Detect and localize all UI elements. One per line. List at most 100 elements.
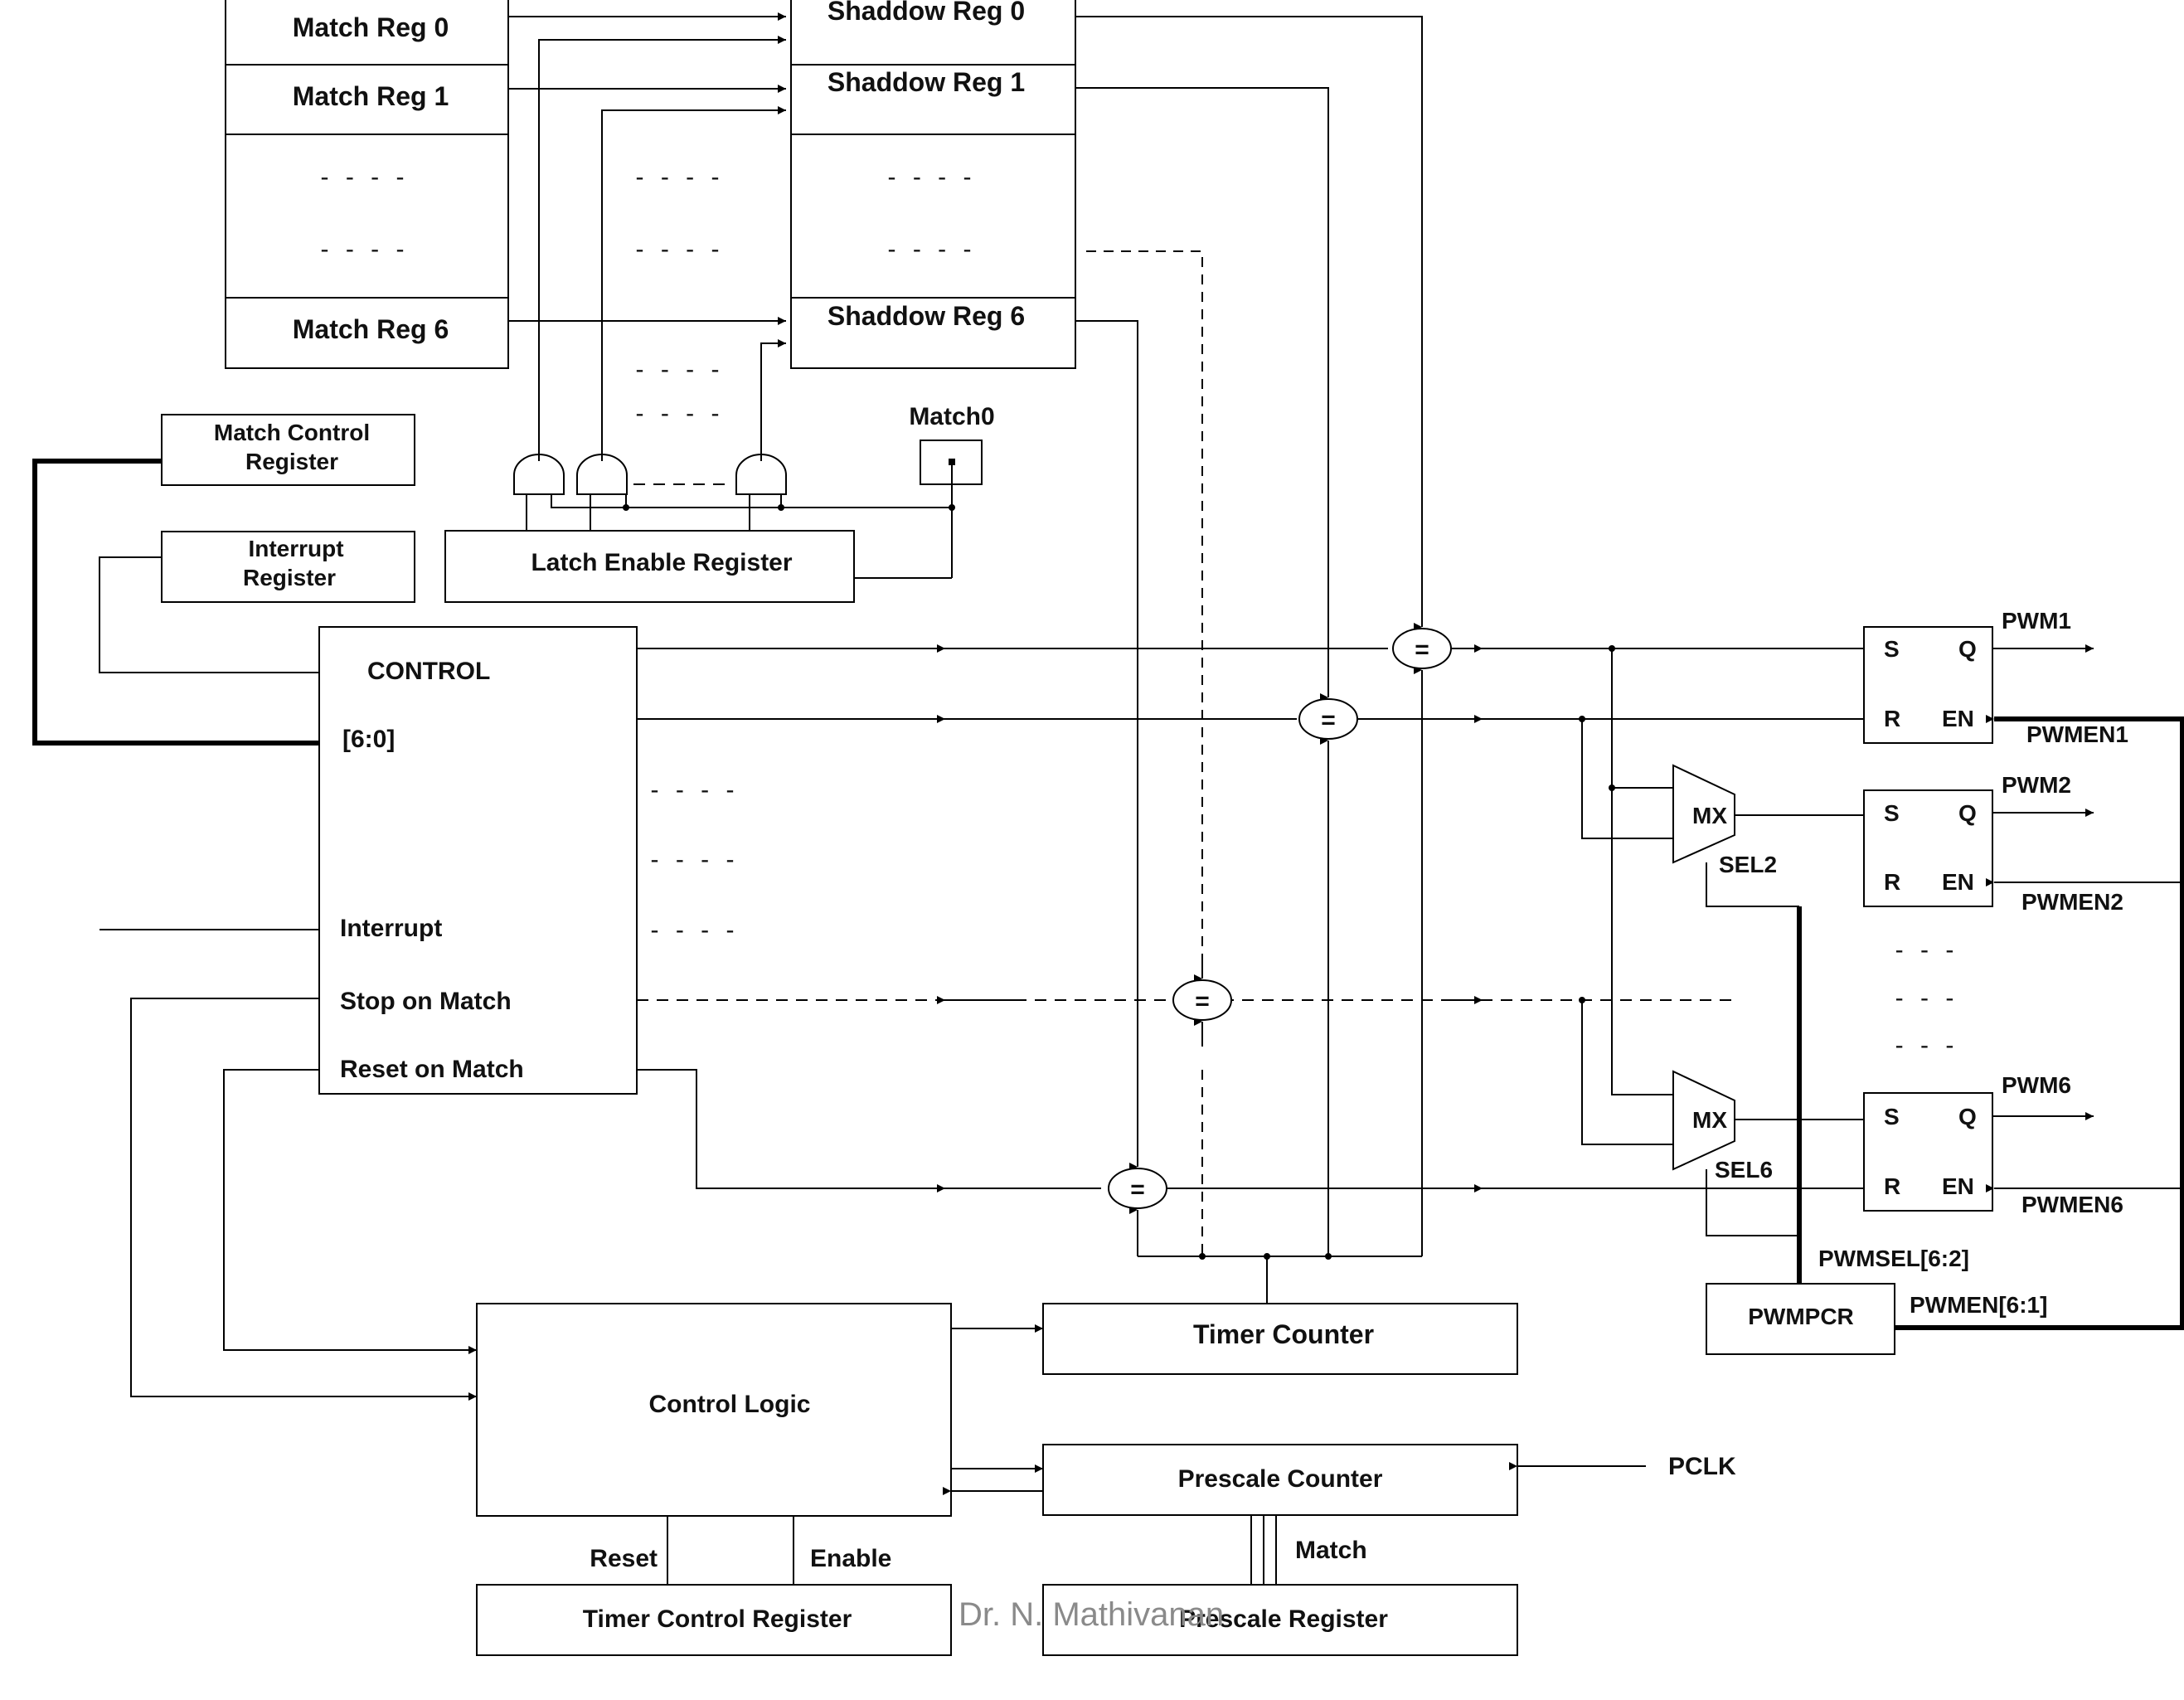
comparator-0 bbox=[1392, 628, 1452, 669]
pwmen2-label: PWMEN2 bbox=[2021, 889, 2123, 915]
interrupt-register-wire bbox=[99, 556, 319, 673]
reset-on-match-label: Reset on Match bbox=[340, 1056, 524, 1083]
stop-on-match-label: Stop on Match bbox=[340, 988, 512, 1015]
shadow-reg-1-label: Shaddow Reg 1 bbox=[827, 67, 1025, 97]
and-gate-0 bbox=[513, 454, 565, 495]
flip-flop-2 bbox=[1863, 789, 1993, 907]
compare-lines bbox=[637, 644, 1864, 1192]
middle-ellipsis-4: - - - - bbox=[636, 400, 725, 427]
prescale-register-label: Prescale Register bbox=[1179, 1605, 1388, 1633]
comparator-dashed bbox=[1172, 979, 1232, 1021]
prescale-counter-block bbox=[1042, 1444, 1518, 1516]
shadow-reg-0-label: Shaddow Reg 0 bbox=[827, 0, 1025, 26]
timer-junctions bbox=[1199, 1253, 1332, 1260]
comparator-1-symbol: = bbox=[1321, 707, 1336, 734]
match-reg-1-label: Match Reg 1 bbox=[293, 81, 449, 111]
prescale-counter-label: Prescale Counter bbox=[1178, 1465, 1383, 1493]
match-reg-0-label: Match Reg 0 bbox=[293, 12, 449, 42]
control-ellipsis-3: - - - - bbox=[651, 916, 740, 944]
pwm-outputs bbox=[1986, 644, 2094, 1192]
control-label: CONTROL bbox=[367, 658, 490, 685]
timer-counter-block bbox=[1042, 1303, 1518, 1375]
interrupt-register-label-line1: Interrupt bbox=[248, 536, 343, 561]
ff2-r: R bbox=[1884, 869, 1900, 895]
match-reg-6-label: Match Reg 6 bbox=[293, 314, 449, 344]
ff-ellipsis-2: - - - bbox=[1895, 984, 1959, 1012]
match-label: Match bbox=[1295, 1537, 1367, 1564]
pwmpcr-block bbox=[1706, 1283, 1895, 1355]
mux-6-label: MX bbox=[1692, 1107, 1727, 1133]
mux-6 bbox=[1672, 1070, 1735, 1171]
ff1-r: R bbox=[1884, 706, 1900, 731]
control-block bbox=[318, 626, 638, 1095]
match-registers bbox=[225, 0, 509, 369]
mux-2 bbox=[1672, 764, 1735, 864]
and-gate-inputs bbox=[526, 454, 952, 531]
flip-flop-1 bbox=[1863, 626, 1993, 744]
timer-counter-feedback bbox=[1129, 666, 1423, 1304]
pwm1-label: PWM1 bbox=[2002, 608, 2071, 634]
timer-control-register-block bbox=[476, 1584, 952, 1656]
comparators bbox=[1108, 628, 1452, 1209]
control-ellipsis-1: - - - - bbox=[651, 776, 740, 804]
pclk-label: PCLK bbox=[1668, 1453, 1736, 1480]
pwmen-bus bbox=[1895, 716, 2184, 1330]
match0-wires bbox=[854, 462, 953, 579]
mux-junctions bbox=[1579, 645, 1615, 1003]
match-control-label-line2: Register bbox=[245, 449, 338, 474]
reset-label: Reset bbox=[590, 1545, 658, 1572]
match0-dot bbox=[949, 459, 955, 465]
sel2-label: SEL2 bbox=[1719, 852, 1777, 877]
control-bus-label: [6:0] bbox=[342, 726, 395, 753]
pwmen1-label: PWMEN1 bbox=[2026, 721, 2128, 747]
ff6-s: S bbox=[1884, 1104, 1900, 1129]
ff-ellipsis-1: - - - bbox=[1895, 936, 1959, 964]
shadow-reg-6-label: Shaddow Reg 6 bbox=[827, 301, 1025, 331]
author-footer: Dr. N. Mathivanan bbox=[959, 1596, 1224, 1633]
flip-flop-6 bbox=[1863, 1092, 1993, 1212]
muxes bbox=[1672, 764, 1735, 1171]
ff6-r: R bbox=[1884, 1173, 1900, 1199]
sel6-label: SEL6 bbox=[1715, 1157, 1773, 1183]
shadow-to-comparator-wires bbox=[1075, 16, 1423, 1171]
timer-counter-label: Timer Counter bbox=[1193, 1319, 1374, 1349]
pwmen6-label: PWMEN6 bbox=[2021, 1192, 2123, 1217]
match0-label: Match0 bbox=[909, 403, 994, 430]
shadow-reg-ellipsis-2: - - - - bbox=[888, 236, 977, 263]
pwmpcr-label: PWMPCR bbox=[1748, 1304, 1854, 1329]
interrupt-register bbox=[161, 531, 415, 603]
pwmen-taps bbox=[2056, 882, 2182, 1189]
enable-label: Enable bbox=[810, 1545, 891, 1572]
pwmsel-label: PWMSEL[6:2] bbox=[1818, 1246, 1969, 1271]
control-side-wires bbox=[99, 929, 1101, 1401]
comparator-dashed-symbol: = bbox=[1195, 988, 1210, 1015]
comparator-6 bbox=[1108, 1168, 1167, 1209]
counter-wires bbox=[667, 1324, 1646, 1585]
ff1-q: Q bbox=[1958, 636, 1977, 662]
ff2-en: EN bbox=[1942, 869, 1974, 895]
ff2-q: Q bbox=[1958, 800, 1977, 826]
prescale-register-block bbox=[1042, 1584, 1518, 1656]
and-gates bbox=[513, 454, 787, 495]
shadow-dashed-wire bbox=[1086, 250, 1203, 1256]
pwm6-label: PWM6 bbox=[2002, 1072, 2071, 1098]
interrupt-register-label-line2: Register bbox=[243, 565, 336, 590]
ff6-q: Q bbox=[1958, 1104, 1977, 1129]
timer-control-register-label: Timer Control Register bbox=[583, 1605, 852, 1633]
match-reg-ellipsis-2: - - - - bbox=[321, 236, 410, 263]
middle-ellipsis-2: - - - - bbox=[636, 236, 725, 263]
match-control-bus bbox=[32, 459, 319, 746]
mux-2-label: MX bbox=[1692, 803, 1727, 828]
control-logic-block bbox=[476, 1303, 952, 1517]
shadow-reg-ellipsis-1: - - - - bbox=[888, 163, 977, 191]
latch-enable-label: Latch Enable Register bbox=[531, 549, 792, 576]
comparator-1 bbox=[1298, 698, 1358, 740]
match-control-register bbox=[161, 414, 415, 486]
interrupt-label: Interrupt bbox=[340, 915, 442, 942]
and-gate-junctions bbox=[623, 504, 955, 511]
latch-enable-register bbox=[444, 530, 855, 603]
pwm2-label: PWM2 bbox=[2002, 772, 2071, 798]
comparator-6-symbol: = bbox=[1130, 1176, 1145, 1203]
middle-ellipsis-1: - - - - bbox=[636, 163, 725, 191]
